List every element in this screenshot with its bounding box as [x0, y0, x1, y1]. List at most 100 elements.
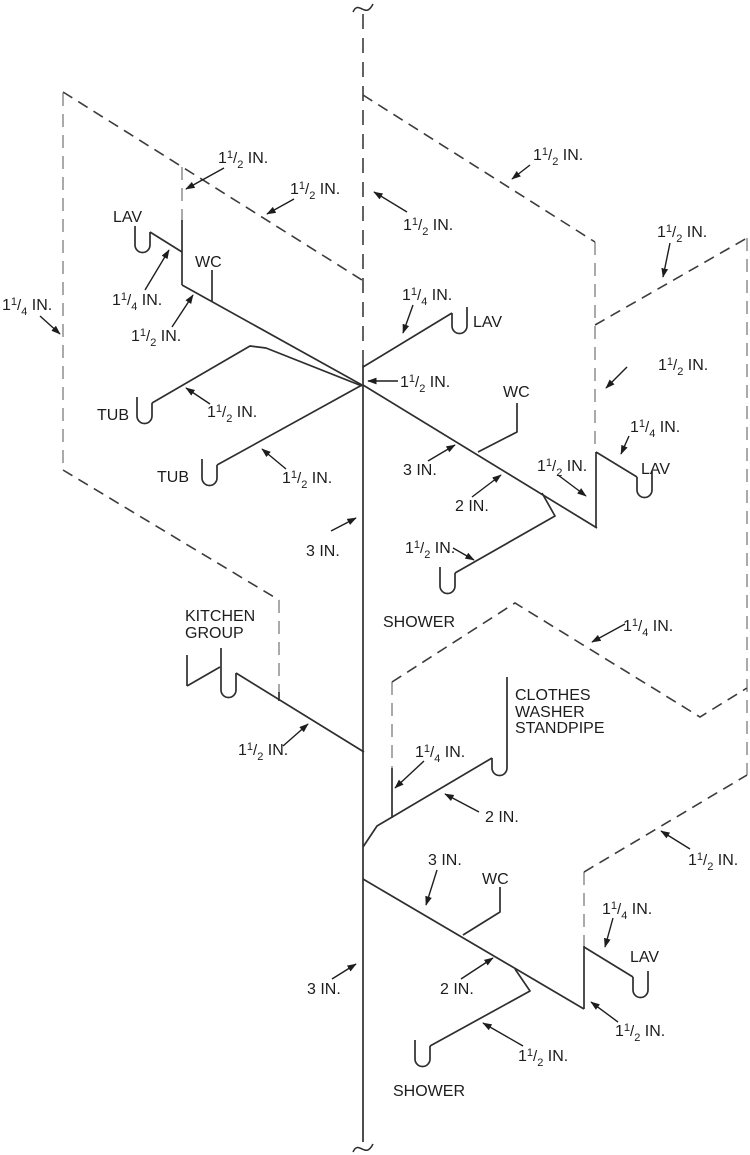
fixture-kitchen-line2: GROUP [185, 625, 244, 642]
size-right-vent-b: 11/2 IN. [657, 223, 707, 245]
fixture-ur-lav: LAV [473, 314, 502, 331]
fixture-tub2: TUB [157, 469, 189, 486]
kitchen-cross [186, 666, 221, 687]
tub1-trap [136, 397, 153, 425]
lower-branch-drain [362, 878, 585, 1010]
size-tub2-drain-leader-arrow [261, 448, 287, 470]
lower-lav-drain [583, 946, 634, 978]
size-right-vent-a-leader-arrow [511, 164, 531, 180]
stack-break-bottom [352, 1143, 374, 1153]
size-tub2-drain: 11/2 IN. [282, 469, 332, 491]
size-right-vent-a: 11/2 IN. [533, 146, 583, 168]
cw-standpipe-trap [491, 677, 508, 777]
size-lower-branch-3-leader-arrow [425, 869, 438, 906]
size-left-lav-drain: 11/4 IN. [112, 291, 162, 313]
size-right-branch-3-leader-arrow [427, 444, 456, 462]
size-right-shower-drain: 11/2 IN. [405, 539, 455, 561]
fixture-left-wc: WC [195, 254, 222, 271]
fixture-lower-wc: WC [482, 871, 509, 888]
size-ur-lav-drain: 11/4 IN. [402, 286, 452, 308]
cw-drain [362, 757, 493, 848]
fixture-lower-lav: LAV [630, 949, 659, 966]
size-cw-drain: 2 IN. [485, 809, 519, 826]
size-lower-branch-2-leader-arrow [460, 957, 494, 980]
size-lower-lav-connect-leader-arrow [590, 1001, 619, 1023]
size-left-vent-b-leader-arrow [266, 198, 295, 215]
left-lav-trap [134, 226, 151, 254]
size-cw-drain-leader-arrow [444, 793, 480, 813]
size-lower-lav-connect: 11/2 IN. [615, 1022, 665, 1044]
size-lower-branch-3: 3 IN. [428, 852, 462, 869]
right-wc-drain [477, 403, 518, 453]
kitchen-trap [220, 648, 237, 699]
size-left-vent-a: 11/2 IN. [218, 149, 268, 171]
fixture-right-wc: WC [503, 384, 530, 401]
right-shower-trap [439, 567, 456, 595]
fixture-tub1: TUB [97, 407, 129, 424]
stack-break-top [352, 3, 374, 13]
right-shower-drain [454, 492, 556, 574]
size-kitchen-drain: 11/2 IN. [238, 741, 288, 763]
size-lower-shower-drain: 11/2 IN. [518, 1047, 568, 1069]
fixture-cw-line1: CLOTHES [515, 687, 591, 704]
size-cw-vent-leader-arrow [591, 623, 626, 643]
size-stack-vent: 11/2 IN. [403, 216, 453, 238]
left-branch-drain [181, 284, 363, 386]
size-right-lav-connect-leader-arrow [557, 474, 587, 497]
fixture-right-shower: SHOWER [383, 614, 455, 631]
size-lower-vent-leader-arrow [660, 830, 691, 850]
right-vent-header-b [594, 237, 748, 326]
lower-shower-drain [429, 968, 531, 1047]
fixture-kitchen-line1: KITCHEN [185, 608, 255, 625]
size-right-branch-3: 3 IN. [403, 462, 437, 479]
tub2-trap [201, 459, 218, 487]
right-vent-header-a [362, 94, 596, 243]
size-left-vent-b: 11/2 IN. [290, 180, 340, 202]
kitchen-drain [235, 672, 365, 753]
tub2-drain [216, 384, 363, 466]
right-lav-trap [636, 471, 653, 499]
size-stack-upper-leader-arrow [330, 517, 357, 532]
left-lav-drain [149, 231, 183, 253]
upper-right-lav-drain [362, 312, 453, 368]
kitchen-vent-header [62, 469, 280, 601]
right-lav-drain [595, 451, 638, 478]
size-lower-shower-drain-leader-arrow [482, 1022, 524, 1047]
size-left-vent-a-leader-arrow [185, 167, 225, 190]
size-cw-revent: 11/4 IN. [415, 743, 465, 765]
size-stack-lower-leader-arrow [331, 963, 357, 980]
size-lower-vent: 11/2 IN. [688, 851, 738, 873]
size-tub1-drain: 11/2 IN. [207, 403, 257, 425]
size-right-branch-2: 2 IN. [455, 498, 489, 515]
size-right-revent: 11/2 IN. [658, 356, 708, 378]
fixture-right-lav: LAV [641, 461, 670, 478]
upper-right-lav-trap [451, 307, 468, 335]
fixture-left-lav: LAV [113, 209, 142, 226]
left-vent-header [62, 91, 363, 281]
cw-vent-header [391, 602, 748, 718]
size-stack-lower: 3 IN. [307, 981, 341, 998]
size-kitchen-drain-leader-arrow [282, 723, 309, 747]
size-left-lav-drain-leader-arrow [144, 249, 170, 291]
size-cw-revent-leader-arrow [394, 760, 425, 789]
lower-lav-vent-header [583, 774, 748, 873]
size-lower-lav-drain: 11/4 IN. [602, 900, 652, 922]
lower-lav-trap [632, 971, 649, 999]
size-tub1-drain-leader-arrow [185, 387, 211, 405]
size-right-branch-2-leader-arrow [471, 474, 502, 498]
fixture-cw-line3: STANDPIPE [515, 720, 605, 737]
size-left-revent-leader-arrow [171, 294, 194, 328]
size-stack-upper: 3 IN. [306, 543, 340, 560]
lower-wc-drain [462, 887, 501, 936]
lower-shower-trap [414, 1040, 431, 1068]
size-lower-lav-drain-leader-arrow [604, 917, 614, 948]
size-lower-branch-2: 2 IN. [440, 981, 474, 998]
right-branch-drain [362, 384, 598, 529]
size-right-vent-b-leader-arrow [661, 242, 671, 278]
tub1-drain [151, 345, 363, 404]
size-left-riser: 11/4 IN. [2, 296, 52, 318]
size-right-lav-connect: 11/2 IN. [537, 457, 587, 479]
size-left-riser-leader-arrow [39, 315, 61, 335]
